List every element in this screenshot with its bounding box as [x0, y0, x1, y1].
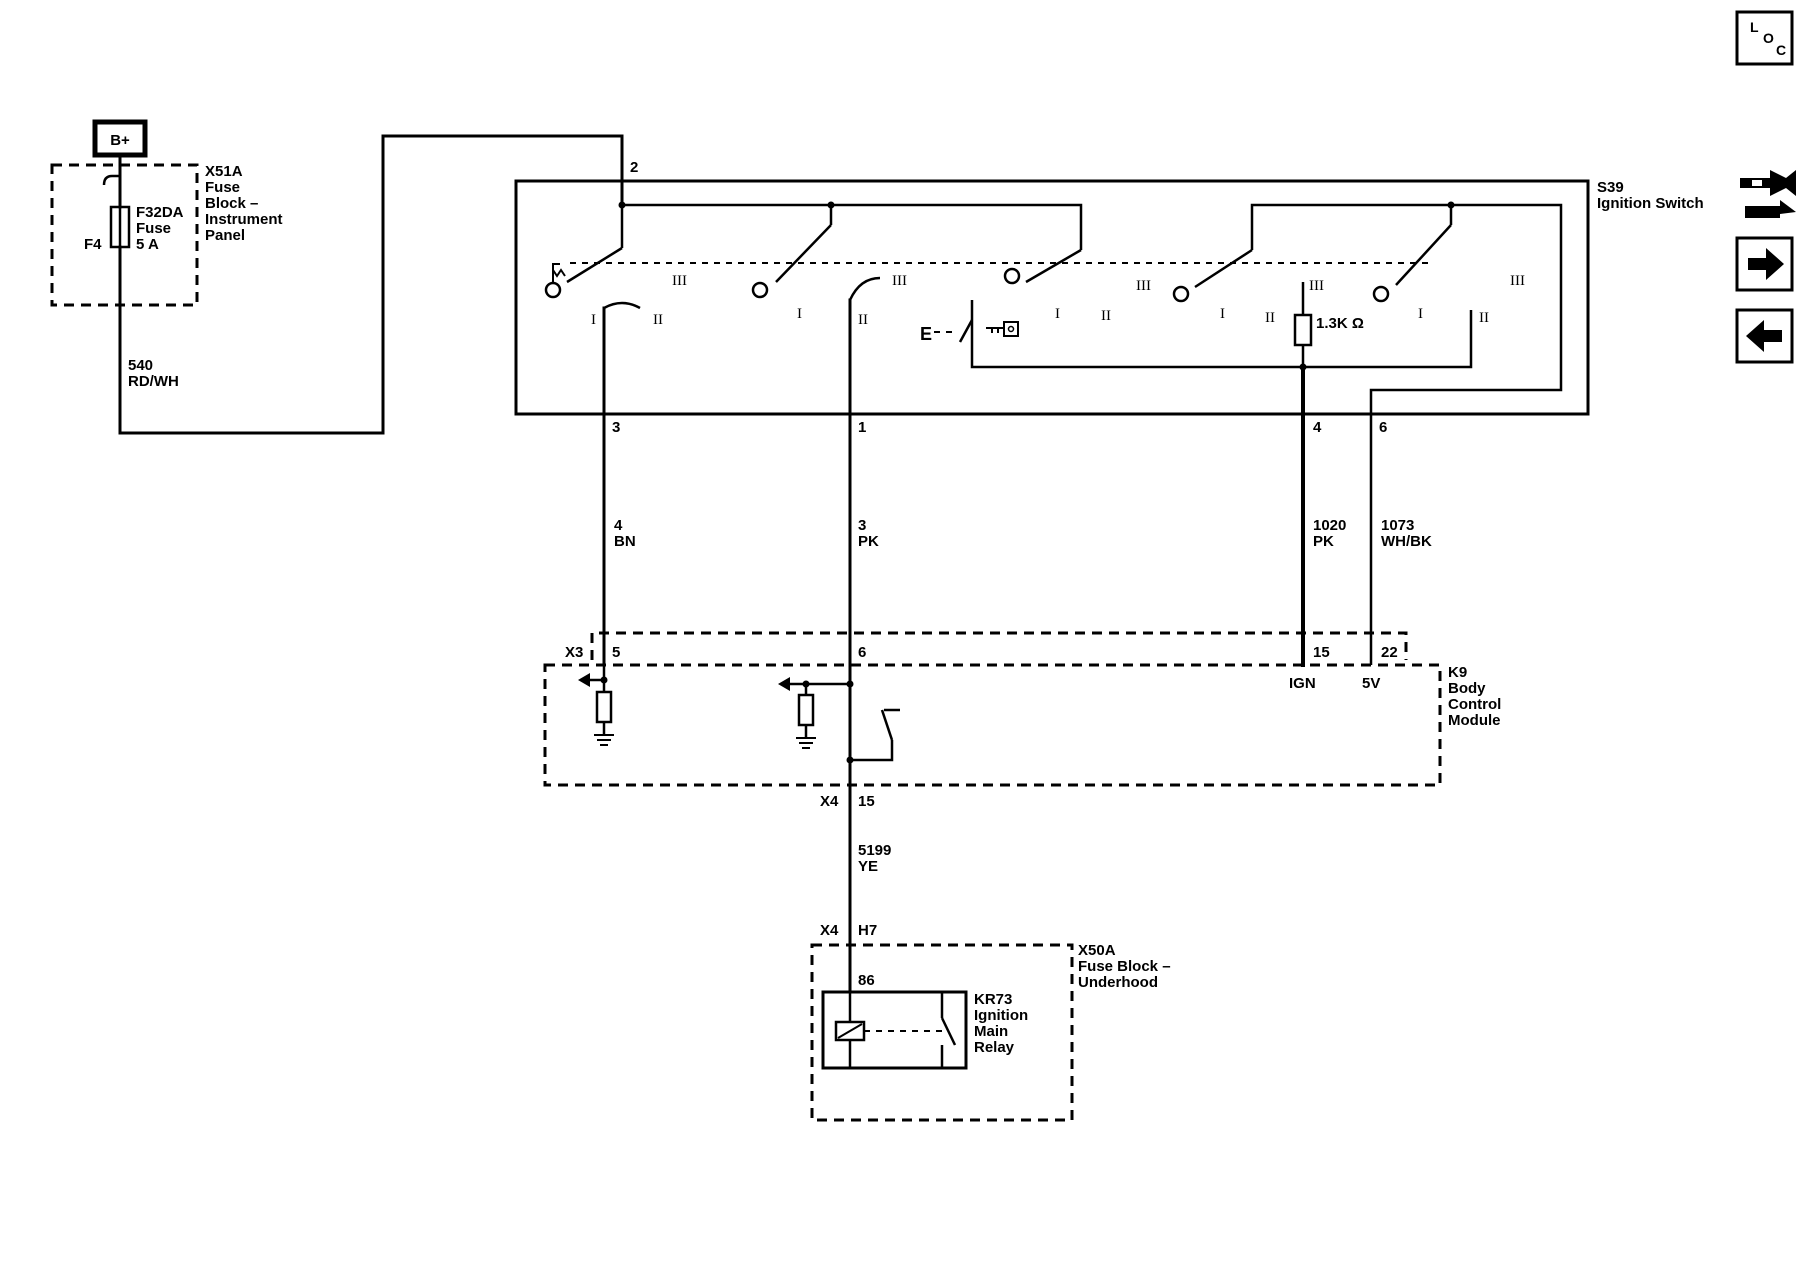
wire-5199-color: YE — [858, 858, 878, 875]
ignition-main-relay: 86 KR73 Ignition Main Relay — [821, 943, 1028, 1070]
sw1-pos-2: II — [653, 312, 663, 328]
fuse-rating: 5 A — [136, 236, 159, 253]
bcm-ign-label: IGN — [1289, 675, 1316, 692]
fuse-block-instrument-panel: X51A Fuse Block – Instrument Panel F32DA… — [50, 163, 283, 307]
bcm-5v-label: 5V — [1362, 675, 1380, 692]
lock-symbol: E — [920, 324, 932, 344]
sw1-pos-1: I — [591, 312, 596, 328]
sw2-pos-3: III — [892, 273, 907, 289]
arrow-left-button[interactable] — [1735, 308, 1794, 364]
uh-name-1: Fuse Block – — [1078, 958, 1171, 975]
sw5-pos-1: I — [1418, 306, 1423, 322]
sw3-pos-1: I — [1055, 306, 1060, 322]
fuse-block-underhood: X4 H7 X50A Fuse Block – Underhood — [810, 922, 1171, 1122]
ground-icon — [594, 734, 614, 746]
uh-name-2: Underhood — [1078, 974, 1158, 991]
switch-pin-1: 1 — [858, 419, 866, 436]
sw4-pos-2: II — [1265, 310, 1275, 326]
sw3-pos-2: II — [1101, 308, 1111, 324]
bcm-name-2: Control — [1448, 696, 1501, 713]
sw5-pos-2: II — [1479, 310, 1489, 326]
switch-pin-6: 6 — [1379, 419, 1387, 436]
bcm-x3-connector: X3 — [565, 644, 583, 661]
ignition-switch: S39 Ignition Switch 2 I II III I III II — [514, 159, 1704, 667]
wire-3-pk: 3 PK — [858, 517, 879, 550]
relay-name-3: Relay — [974, 1039, 1015, 1056]
fuse-block-ip-name-2: Block – — [205, 195, 258, 212]
wire-1073-color: WH/BK — [1381, 533, 1432, 550]
bcm-ref: K9 — [1448, 664, 1467, 681]
loc-letter-l: L — [1750, 19, 1759, 35]
sw4-pos-1: I — [1220, 306, 1225, 322]
wire-4-bn: 4 BN — [602, 306, 636, 667]
uh-ref: X50A — [1078, 942, 1116, 959]
ignition-switch-pin-in: 2 — [630, 159, 638, 176]
source-label: B+ — [110, 132, 130, 149]
wire-1073-whbk: 1073 WH/BK — [1381, 517, 1432, 550]
sw2-pos-2: II — [858, 312, 868, 328]
wire-1073-circuit: 1073 — [1381, 517, 1414, 534]
bcm-x4-connector: X4 — [820, 793, 839, 810]
sw4-pos-3: III — [1309, 278, 1324, 294]
resistor-value: 1.3K Ω — [1316, 315, 1364, 332]
uh-pin: H7 — [858, 922, 877, 939]
wire-540-circuit: 540 — [128, 357, 153, 374]
fuse-block-ip-name-1: Fuse — [205, 179, 240, 196]
wire-3-circuit: 3 — [858, 517, 866, 534]
loc-letter-o: O — [1763, 30, 1774, 46]
ignition-switch-ref: S39 — [1597, 179, 1624, 196]
switch-pin-3: 3 — [612, 419, 620, 436]
arrow-right-button[interactable] — [1735, 236, 1794, 292]
wire-4-color: BN — [614, 533, 636, 550]
relay-name-2: Main — [974, 1023, 1008, 1040]
sw3-pos-3: III — [1136, 278, 1151, 294]
bcm-x4-pin: 15 — [858, 793, 875, 810]
ground-icon — [796, 737, 816, 749]
wire-1020-pk: 1020 PK — [1301, 365, 1346, 667]
wire-1020-color: PK — [1313, 533, 1334, 550]
bcm-pin-5: 5 — [612, 644, 620, 661]
arrow-right-icon — [1748, 248, 1784, 280]
fuse-block-ip-name-4: Panel — [205, 227, 245, 244]
sw1-pos-3: III — [672, 273, 687, 289]
bcm-pin-22: 22 — [1381, 644, 1398, 661]
relay-name-1: Ignition — [974, 1007, 1028, 1024]
uh-connector: X4 — [820, 922, 839, 939]
sw2-pos-1: I — [797, 306, 802, 322]
battery-positive-source: B+ — [92, 119, 148, 174]
fuse-position: F4 — [84, 236, 102, 253]
loc-letter-c: C — [1776, 42, 1786, 58]
sw5-pos-3: III — [1510, 273, 1525, 289]
wire-3-color: PK — [858, 533, 879, 550]
wire-540-color: RD/WH — [128, 373, 179, 390]
relay-pin: 86 — [858, 972, 875, 989]
bcm-pin-6: 6 — [858, 644, 866, 661]
wire-4-circuit: 4 — [614, 517, 623, 534]
relay-ref: KR73 — [974, 991, 1012, 1008]
fuse-ref: F32DA — [136, 204, 184, 221]
bcm-name-3: Module — [1448, 712, 1501, 729]
wire-5199-circuit: 5199 — [858, 842, 891, 859]
fuse-block-ip-name-3: Instrument — [205, 211, 283, 228]
fuse-word: Fuse — [136, 220, 171, 237]
bcm-name-1: Body — [1448, 680, 1486, 697]
loc-button[interactable]: L O C — [1735, 10, 1794, 66]
wire-5199: 5199 YE — [858, 842, 891, 875]
bcm-pin-15: 15 — [1313, 644, 1330, 661]
connector-icon[interactable] — [1740, 170, 1796, 218]
wire-540: 540 RD/WH — [118, 134, 624, 435]
arrow-left-icon — [1746, 320, 1782, 352]
body-control-module: K9 Body Control Module X3 5 6 15 22 IGN … — [543, 631, 1501, 947]
fuse-block-ip-ref: X51A — [205, 163, 243, 180]
key-icon — [986, 321, 1019, 337]
ignition-switch-name: Ignition Switch — [1597, 195, 1704, 212]
wire-1020-circuit: 1020 — [1313, 517, 1346, 534]
switch-pin-4: 4 — [1313, 419, 1322, 436]
